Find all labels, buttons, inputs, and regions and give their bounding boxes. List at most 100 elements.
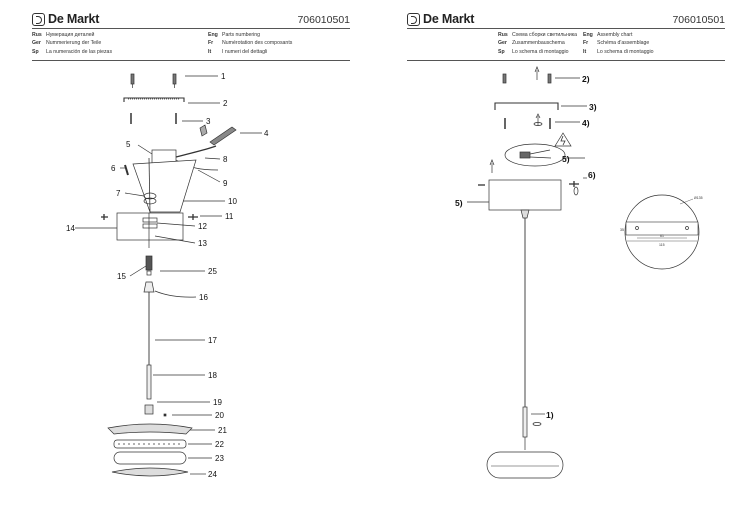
part-label: 18 — [208, 371, 217, 380]
rotate-icon — [533, 122, 543, 126]
part-label: 3 — [206, 117, 211, 126]
cable-part — [175, 145, 217, 158]
leader-line-15 — [129, 265, 147, 277]
leader-line-5 — [137, 144, 153, 155]
side-screw-part — [569, 181, 579, 187]
electric-warning-icon — [554, 132, 572, 147]
part-label: 24 — [208, 470, 217, 479]
spring-part — [145, 255, 153, 271]
part-label: 5 — [126, 140, 131, 149]
wire-connector-part — [199, 124, 208, 137]
step-label: 6) — [588, 170, 596, 180]
screw-part — [130, 73, 177, 88]
document-number: 706010501 — [672, 14, 725, 26]
screw-part — [547, 73, 552, 84]
leader-line-8 — [204, 157, 221, 160]
part-label: 6 — [111, 164, 116, 173]
leader-line-9 — [197, 169, 221, 183]
terminal-block-part — [209, 126, 237, 146]
part-label: 19 — [213, 398, 222, 407]
part-label: 8 — [223, 155, 228, 164]
base-block-part — [116, 212, 184, 241]
rotate-icon — [532, 422, 542, 426]
part-label: 22 — [215, 440, 224, 449]
leader-line-13 — [154, 235, 196, 244]
part-label: 10 — [228, 197, 237, 206]
part-label: 13 — [198, 239, 207, 248]
step-label: 4) — [582, 118, 590, 128]
leader-line-7 — [124, 192, 145, 197]
lamp-shade-part — [486, 451, 564, 479]
logo-icon — [32, 12, 45, 26]
wiring-detail-bubble — [504, 143, 566, 167]
cable-holder-part — [143, 281, 155, 293]
brand-name: De Markt — [423, 12, 475, 26]
canopy-part — [132, 159, 197, 213]
part-label: 14 — [66, 224, 75, 233]
leader-line-16 — [154, 290, 197, 298]
part-label: 9 — [223, 179, 228, 188]
mounting-bracket-part — [123, 97, 185, 102]
part-label: 4 — [264, 129, 269, 138]
header-divider-bottom — [407, 60, 725, 61]
inner-span-dimension: 61 — [660, 234, 664, 238]
part-label: 12 — [198, 222, 207, 231]
step-label: 1) — [546, 410, 554, 420]
screw-part — [502, 73, 507, 84]
step-label: 3) — [589, 102, 597, 112]
part-label: 17 — [208, 336, 217, 345]
part-label: 11 — [225, 212, 234, 221]
part-label: 7 — [116, 189, 121, 198]
part-label: 25 — [208, 267, 217, 276]
brand-name: De Markt — [48, 12, 100, 26]
part-label: 16 — [199, 293, 208, 302]
part-label: 2 — [223, 99, 228, 108]
part-label: 21 — [218, 426, 227, 435]
connector-part — [144, 404, 154, 415]
logo-icon — [407, 12, 420, 26]
tube-part — [522, 406, 528, 438]
outer-span-dimension: 115 — [659, 243, 665, 247]
nut-part — [146, 270, 152, 276]
step-label: 5) — [562, 154, 570, 164]
mounting-bracket-part — [494, 102, 559, 110]
part-label: 15 — [117, 272, 126, 281]
header-divider — [32, 28, 350, 29]
diffuser-part — [113, 451, 187, 465]
clamp-part — [142, 217, 158, 223]
pin-part — [124, 164, 129, 176]
part-label: 20 — [215, 411, 224, 420]
mounting-plate-part — [107, 423, 193, 435]
assembly-diagram: 2) 3) 4) 5) 6) 5) 1) Ø135 61 115 35 — [455, 66, 703, 479]
step-label: 5) — [455, 198, 463, 208]
part-label: 23 — [215, 454, 224, 463]
canopy-block-part — [488, 179, 562, 211]
exploded-parts-diagram: 1 2 3 4 5 6 7 8 9 10 11 12 13 14 15 16 1… — [66, 72, 269, 479]
step-label: 2) — [582, 74, 590, 84]
cable-holder-part — [520, 209, 530, 219]
side-screw-part — [101, 214, 108, 220]
header-divider-bottom — [32, 60, 350, 61]
part-label: 1 — [221, 72, 226, 81]
header-divider — [407, 28, 725, 29]
bottom-cover-part — [111, 467, 189, 477]
document-number: 706010501 — [297, 14, 350, 26]
height-dimension: 35 — [620, 228, 624, 232]
small-screw-part — [163, 413, 167, 417]
